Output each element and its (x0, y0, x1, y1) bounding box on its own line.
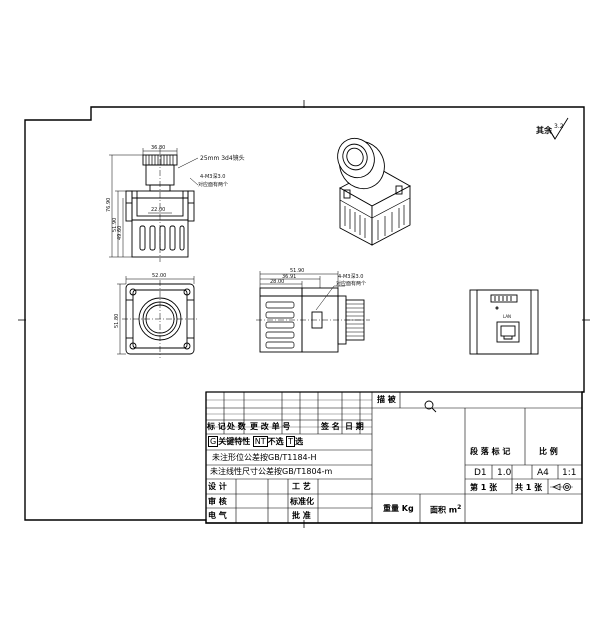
side-note-holes-2: 对应面有两个 (336, 280, 366, 287)
role-electric: 电 气 (208, 511, 227, 520)
side-note-holes-1: 4-M3深3.0 (338, 273, 363, 280)
front-dim-top: 36.80 (151, 145, 165, 151)
title-block-grid (206, 392, 582, 523)
value-d1: D1 (474, 468, 487, 478)
front-note-holes-1: 4-M3深3.0 (200, 173, 225, 180)
sheet-total: 共 1 张 (515, 484, 542, 492)
sheet-num1: 1 (480, 483, 487, 492)
value-ver: 1.0 (497, 468, 512, 478)
sheet-di: 第 (470, 483, 478, 492)
front-note-holes-2: 对应面有两个 (198, 181, 228, 188)
side-dim-1: 51.90 (290, 268, 304, 274)
stage-label: 段 落 标 记 (470, 447, 511, 456)
front-dim-body: 51.90 (112, 218, 118, 232)
side-view-dimensions (259, 271, 345, 311)
tracing-label: 描 被 (377, 395, 396, 404)
rev-mark-header: 标 记 (207, 422, 226, 431)
rev-fileno-header: 更 改 单 号 (250, 422, 291, 431)
front-dim-inner: 49.60 (117, 226, 123, 240)
front-dim-inner-width: 22.00 (151, 207, 165, 213)
projection-symbol-icon (550, 483, 573, 491)
area-label: 面积 m2 (430, 505, 461, 515)
role-standard: 标准化 (290, 497, 314, 506)
tolerance-line-1: 未注形位公差按GB/T1184-H (212, 453, 317, 462)
key-char-nt: NT (252, 436, 268, 447)
bottom-dim-left: 51.80 (114, 314, 120, 328)
value-size: A4 (537, 468, 549, 478)
rev-date-header: 日 期 (345, 422, 364, 431)
key-char-nt-label: 不选 (267, 437, 284, 446)
front-note-lens: 25mm 3d4镜头 (200, 154, 245, 162)
sheet-gong: 共 (515, 483, 523, 492)
rear-view (469, 289, 539, 355)
key-char-g-label: 关键特性 (218, 437, 251, 446)
sheet-zhang2: 张 (534, 483, 543, 492)
key-char-t: T (286, 436, 296, 447)
role-review: 审 核 (208, 497, 227, 506)
sheet-zhang1: 张 (489, 483, 498, 492)
side-dim-3: 28.00 (270, 279, 284, 285)
front-dim-overall: 76.90 (106, 198, 112, 212)
key-char-t-label: 选 (295, 437, 304, 446)
bottom-view (122, 280, 198, 358)
area-label-text: 面积 m (430, 505, 458, 515)
value-scale: 1:1 (562, 468, 577, 478)
rev-signature-header: 签 名 (321, 422, 340, 431)
bottom-dim-top: 52.00 (152, 273, 166, 279)
weight-label: 重量 Kg (383, 504, 414, 513)
roughness-prefix: 其余 (536, 125, 553, 135)
rear-port-label: LAN (503, 314, 511, 319)
scale-label: 比 例 (539, 447, 558, 456)
side-view (256, 287, 370, 353)
sheet-num2: 1 (525, 483, 532, 492)
tolerance-line-2: 未注线性尺寸公差按GB/T1804-m (210, 467, 333, 476)
bottom-view-dimensions (117, 276, 195, 355)
magnifier-icon (424, 400, 437, 413)
role-process: 工 艺 (292, 482, 311, 491)
key-char-g: G (208, 436, 219, 447)
role-approve: 批 准 (292, 511, 311, 520)
side-dim-2: 36.91 (282, 274, 296, 280)
isometric-view (337, 137, 411, 246)
rev-count-header: 处 数 (227, 422, 246, 431)
center-marks (18, 100, 590, 528)
front-view (125, 148, 195, 262)
front-view-dimensions (109, 148, 199, 258)
area-label-sup: 2 (457, 504, 462, 511)
roughness-symbol (548, 117, 569, 140)
role-design: 设 计 (208, 482, 227, 491)
sheet-number: 第 1 张 (470, 484, 497, 492)
roughness-value: 3.2 (554, 123, 564, 130)
